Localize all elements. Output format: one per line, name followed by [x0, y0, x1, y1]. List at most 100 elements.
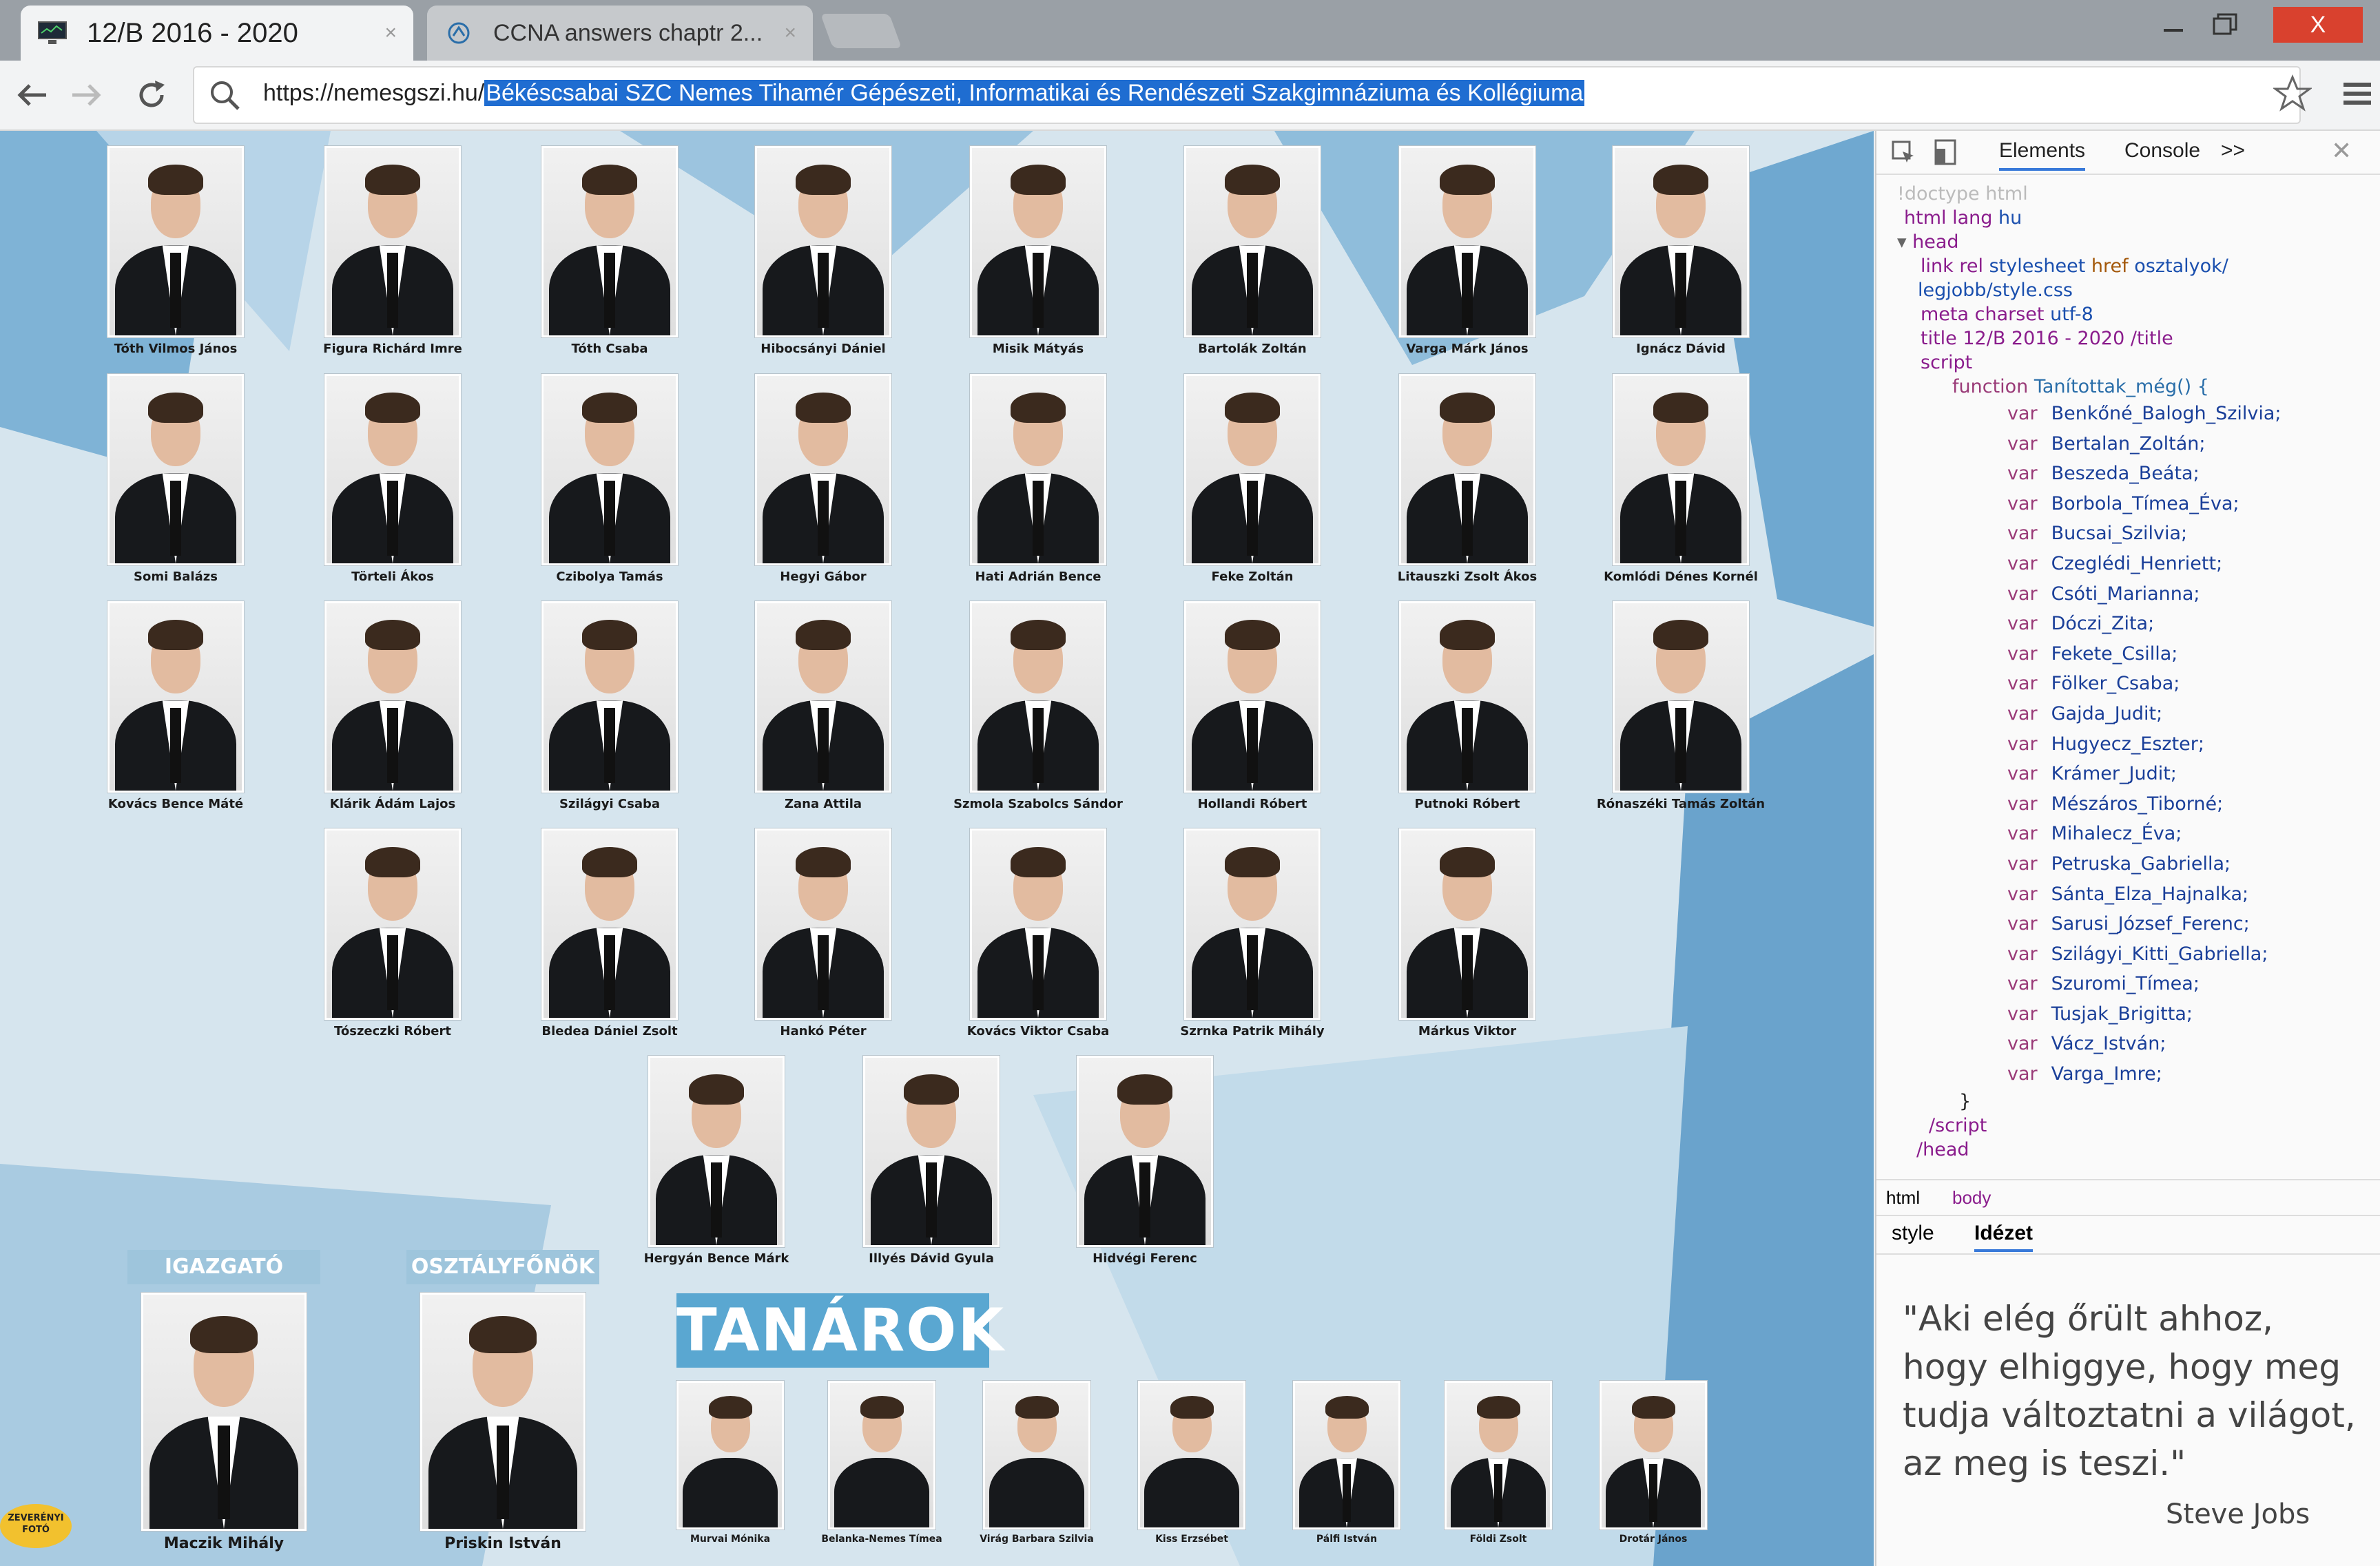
breadcrumb-body[interactable]: body — [1952, 1187, 1991, 1208]
var-keyword: var — [2007, 1033, 2038, 1055]
student-photo — [324, 828, 461, 1020]
code-head-open[interactable]: ▾ head — [1897, 231, 1959, 253]
var-name: Petruska_Gabriella; — [2051, 853, 2231, 875]
var-keyword: var — [2007, 463, 2038, 485]
student-name: Tóth Vilmos János — [114, 342, 238, 356]
student-card: Misik Mátyás — [935, 146, 1141, 356]
maximize-button[interactable] — [2201, 7, 2249, 43]
code-link-cont: legjobb/style.css — [1918, 280, 2073, 301]
bookmark-star-icon[interactable] — [2273, 74, 2312, 113]
url-selected-text: Békéscsabai SZC Nemes Tihamér Gépészeti,… — [484, 80, 1585, 106]
url-text[interactable]: https://nemesgszi.hu/Békéscsabai SZC Nem… — [263, 80, 1585, 107]
student-card: Tószeczki Róbert — [289, 828, 496, 1038]
teacher-photo — [828, 1381, 935, 1530]
student-photo — [1184, 828, 1321, 1020]
tab-elements[interactable]: Elements — [1999, 139, 2086, 171]
student-photo — [970, 374, 1106, 565]
breadcrumb: html body — [1876, 1179, 2380, 1216]
student-card: Bartolák Zoltán — [1149, 146, 1356, 356]
var-keyword: var — [2007, 793, 2038, 815]
code-html-open[interactable]: html lang hu — [1904, 207, 2022, 229]
minimize-button[interactable] — [2149, 7, 2197, 43]
student-card: Tóth Vilmos János — [72, 146, 279, 356]
tableau-page: Tóth Vilmos János Figura Richárd Imre Tó… — [0, 131, 1874, 1566]
reload-button[interactable] — [130, 73, 174, 117]
osztalyfonok-label: OSZTÁLYFŐNÖK — [406, 1250, 599, 1284]
student-card: Komlódi Dénes Kornél — [1577, 374, 1784, 584]
tab-active[interactable]: 12/B 2016 - 2020 × — [21, 6, 413, 61]
student-card: Rónaszéki Tamás Zoltán — [1577, 601, 1784, 811]
code-meta[interactable]: meta charset utf-8 — [1921, 304, 2093, 325]
code-head-close[interactable]: /head — [1916, 1138, 1969, 1160]
var-keyword: var — [2007, 913, 2038, 935]
globe-icon — [448, 22, 470, 44]
inspect-element-icon[interactable] — [1892, 140, 1916, 165]
tab-console[interactable]: Console — [2124, 139, 2201, 162]
student-name: Hergyán Bence Márk — [643, 1251, 789, 1266]
tab-inactive[interactable]: CCNA answers chaptr 2... × — [427, 6, 813, 61]
menu-icon[interactable] — [2341, 77, 2374, 110]
student-card: Klárik Ádám Lajos — [289, 601, 496, 811]
var-keyword: var — [2007, 943, 2038, 965]
close-window-button[interactable]: X — [2273, 7, 2363, 43]
close-tab-icon[interactable]: × — [784, 21, 796, 44]
var-keyword: var — [2007, 403, 2038, 424]
code-title[interactable]: title 12/B 2016 - 2020 /title — [1921, 328, 2173, 349]
tab-quote[interactable]: Idézet — [1974, 1222, 2034, 1252]
student-photo — [1613, 601, 1749, 793]
student-photo — [1399, 374, 1535, 565]
monitor-icon — [38, 21, 67, 44]
student-photo — [755, 374, 891, 565]
student-photo — [1399, 146, 1535, 337]
student-photo — [107, 146, 244, 337]
student-name: Bartolák Zoltán — [1198, 342, 1307, 356]
student-name: Hegyi Gábor — [780, 570, 867, 584]
teacher-name: Földi Zsolt — [1469, 1534, 1527, 1545]
var-name: Sarusi_József_Ferenc; — [2051, 913, 2250, 935]
student-card: Bledea Dániel Zsolt — [506, 828, 713, 1038]
student-photo — [648, 1056, 785, 1247]
var-name: Dóczi_Zita; — [2051, 613, 2155, 635]
new-tab-button[interactable] — [820, 14, 902, 48]
var-name: Bucsai_Szilvia; — [2051, 523, 2188, 545]
close-tab-icon[interactable]: × — [384, 21, 397, 44]
code-script-close[interactable]: /script — [1929, 1114, 1987, 1136]
var-name: Szuromi_Tímea; — [2051, 973, 2200, 995]
student-photo — [1077, 1056, 1213, 1247]
device-toolbar-icon[interactable] — [1933, 139, 1958, 165]
back-button[interactable] — [10, 73, 54, 117]
student-photo — [541, 146, 678, 337]
code-script-open[interactable]: script — [1921, 352, 1973, 373]
student-name: Misik Mátyás — [992, 342, 1084, 356]
code-function: function Tanítottak_még() { — [1952, 376, 2209, 397]
forward-button[interactable] — [65, 73, 109, 117]
student-card: Szmola Szabolcs Sándor — [935, 601, 1141, 811]
teacher-name: Kiss Erzsébet — [1155, 1534, 1228, 1545]
student-photo — [1399, 601, 1535, 793]
student-name: Hollandi Róbert — [1197, 797, 1307, 811]
arrow-right-icon — [72, 84, 101, 106]
code-link[interactable]: link rel stylesheet href osztalyok/ — [1921, 255, 2228, 277]
breadcrumb-html[interactable]: html — [1886, 1187, 1921, 1208]
student-name: Szilágyi Csaba — [559, 797, 661, 811]
osztalyfonok-card: Priskin István — [400, 1293, 606, 1552]
logo-line-1: ZEVERÉNYI — [8, 1513, 64, 1523]
igazgato-photo — [141, 1293, 307, 1531]
student-card: Márkus Viktor — [1364, 828, 1571, 1038]
tab-style[interactable]: style — [1892, 1222, 1934, 1244]
close-devtools-icon[interactable]: ✕ — [2331, 136, 2352, 165]
student-name: Klárik Ádám Lajos — [329, 797, 456, 811]
devtools-tab-bar: Elements Console >> ✕ — [1876, 131, 2380, 175]
tab-more[interactable]: >> — [2221, 139, 2246, 162]
var-keyword: var — [2007, 883, 2038, 905]
var-name: Fölker_Csaba; — [2051, 673, 2180, 695]
address-bar[interactable]: https://nemesgszi.hu/Békéscsabai SZC Nem… — [193, 66, 2301, 124]
teacher-name: Murvai Mónika — [690, 1534, 771, 1545]
